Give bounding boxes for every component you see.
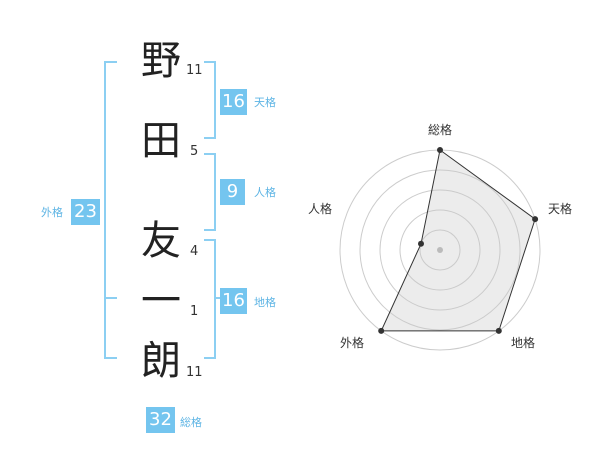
radar-value-polygon [380, 149, 536, 332]
radar-ring-3 [379, 189, 501, 311]
soukaku-value: 32 [146, 407, 175, 433]
tenkaku-label: 天格 [254, 96, 276, 109]
tenkaku-value: 16 [220, 89, 247, 115]
radar-ring-2 [399, 209, 481, 291]
name-char-3: 友 [141, 218, 181, 264]
gaikaku-value: 23 [71, 199, 100, 225]
gaikaku-bracket [104, 61, 117, 359]
stroke-count-4: 1 [190, 304, 199, 319]
radar-point-3 [495, 327, 502, 334]
name-char-1: 野 [141, 38, 181, 84]
name-char-5: 朗 [141, 338, 181, 384]
radar-ring-1 [419, 229, 461, 271]
chikaku-label: 地格 [254, 296, 276, 309]
gaikaku-label: 外格 [41, 206, 63, 219]
radar-point-4 [378, 327, 385, 334]
radar-axis-label-tenkaku: 天格 [548, 202, 573, 216]
stroke-count-2: 5 [190, 144, 199, 159]
chikaku-value: 16 [220, 288, 247, 314]
soukaku-label: 総格 [180, 416, 202, 429]
radar-axis-label-soukaku: 総格 [428, 123, 453, 137]
name-char-4: 一 [141, 278, 181, 324]
jinkaku-value: 9 [220, 179, 245, 205]
radar-point-5 [418, 240, 424, 247]
tenkaku-bracket [204, 61, 216, 139]
jinkaku-bracket [204, 153, 216, 231]
radar-point-2 [532, 216, 539, 223]
radar-ring-4 [359, 169, 521, 331]
radar-axis-label-chikaku: 地格 [511, 336, 536, 350]
radar-point-1 [437, 147, 443, 153]
stroke-count-5: 11 [186, 365, 203, 380]
name-char-2: 田 [141, 118, 181, 164]
stroke-count-1: 11 [186, 63, 203, 78]
jinkaku-label: 人格 [254, 186, 276, 199]
radar-axis-label-gaikaku: 外格 [340, 336, 365, 350]
radar-center-dot [437, 247, 443, 253]
stroke-count-3: 4 [190, 244, 199, 259]
radar-axis-label-jinkaku: 人格 [308, 202, 333, 216]
